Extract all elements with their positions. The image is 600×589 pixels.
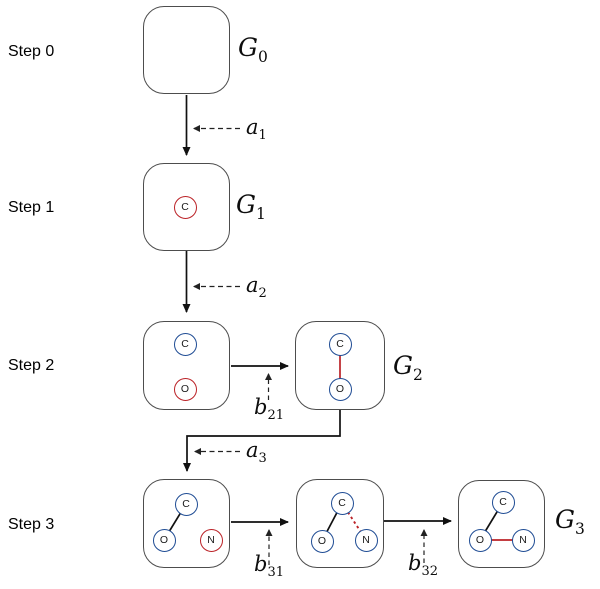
label-b31-base: b — [254, 552, 268, 576]
atom-label: C — [181, 201, 189, 213]
label-b32-sub: 32 — [421, 564, 439, 580]
step-0-label: Step 0 — [8, 43, 55, 60]
label-g1: G1 — [236, 190, 266, 224]
atom-label: N — [362, 534, 370, 546]
label-b21: b21 — [254, 395, 284, 424]
label-a3: a3 — [246, 438, 267, 467]
label-a3-sub: 3 — [258, 451, 267, 467]
label-b21-sub: 21 — [267, 408, 285, 424]
arrow-g2-to-step3 — [183, 410, 341, 472]
label-g1-sub: 1 — [255, 205, 266, 223]
atom-step3mid-c: C — [330, 491, 354, 515]
label-g2-sub: 2 — [412, 366, 423, 384]
atom-label: O — [180, 383, 190, 395]
atom-g3-o: O — [468, 528, 492, 552]
atom-g2-c: C — [328, 332, 352, 356]
label-b32: b32 — [408, 551, 438, 580]
atom-label: C — [182, 498, 190, 510]
label-g0: G0 — [238, 33, 268, 67]
label-g3-sub: 3 — [574, 520, 585, 538]
atom-label: O — [159, 534, 169, 546]
label-a1: a1 — [246, 115, 267, 144]
atom-g2-o: O — [328, 377, 352, 401]
label-a2: a2 — [246, 273, 267, 302]
label-b21-base: b — [254, 395, 268, 419]
atom-step3mid-o: O — [310, 529, 334, 553]
atom-label: N — [207, 534, 215, 546]
label-b31-sub: 31 — [267, 565, 285, 581]
label-b32-base: b — [408, 551, 422, 575]
label-a1-sub: 1 — [258, 128, 267, 144]
step-1-label: Step 1 — [8, 199, 55, 216]
atom-label: O — [475, 534, 485, 546]
atom-label: C — [181, 338, 189, 350]
atom-label: C — [499, 496, 507, 508]
label-g3: G3 — [555, 505, 585, 539]
atom-label: O — [317, 535, 327, 547]
label-g0-sub: 0 — [257, 48, 268, 66]
atom-step3pre-c: C — [174, 492, 198, 516]
label-g1-base: G — [236, 190, 256, 219]
label-a2-sub: 2 — [258, 286, 267, 302]
atom-label: O — [335, 383, 345, 395]
step-2-label: Step 2 — [8, 357, 55, 374]
label-a1-base: a — [246, 115, 259, 139]
label-a2-base: a — [246, 273, 259, 297]
label-g2: G2 — [393, 351, 423, 385]
atom-step3pre-o: O — [152, 528, 176, 552]
atom-step2pre-c: C — [173, 332, 197, 356]
atom-g3-c: C — [491, 490, 515, 514]
label-g0-base: G — [238, 33, 258, 62]
atom-label: C — [338, 497, 346, 509]
atom-g1-c-new: C — [173, 195, 197, 219]
label-a3-base: a — [246, 438, 259, 462]
step-3-label: Step 3 — [8, 516, 55, 533]
label-g3-base: G — [555, 505, 575, 534]
label-g2-base: G — [393, 351, 413, 380]
label-b31: b31 — [254, 552, 284, 581]
atom-step3mid-n: N — [354, 528, 378, 552]
atom-g3-n: N — [511, 528, 535, 552]
atom-label: N — [519, 534, 527, 546]
atom-step3pre-n-new: N — [199, 528, 223, 552]
atom-step2pre-o-new: O — [173, 377, 197, 401]
atom-label: C — [336, 338, 344, 350]
graph-box-g0 — [143, 6, 230, 94]
